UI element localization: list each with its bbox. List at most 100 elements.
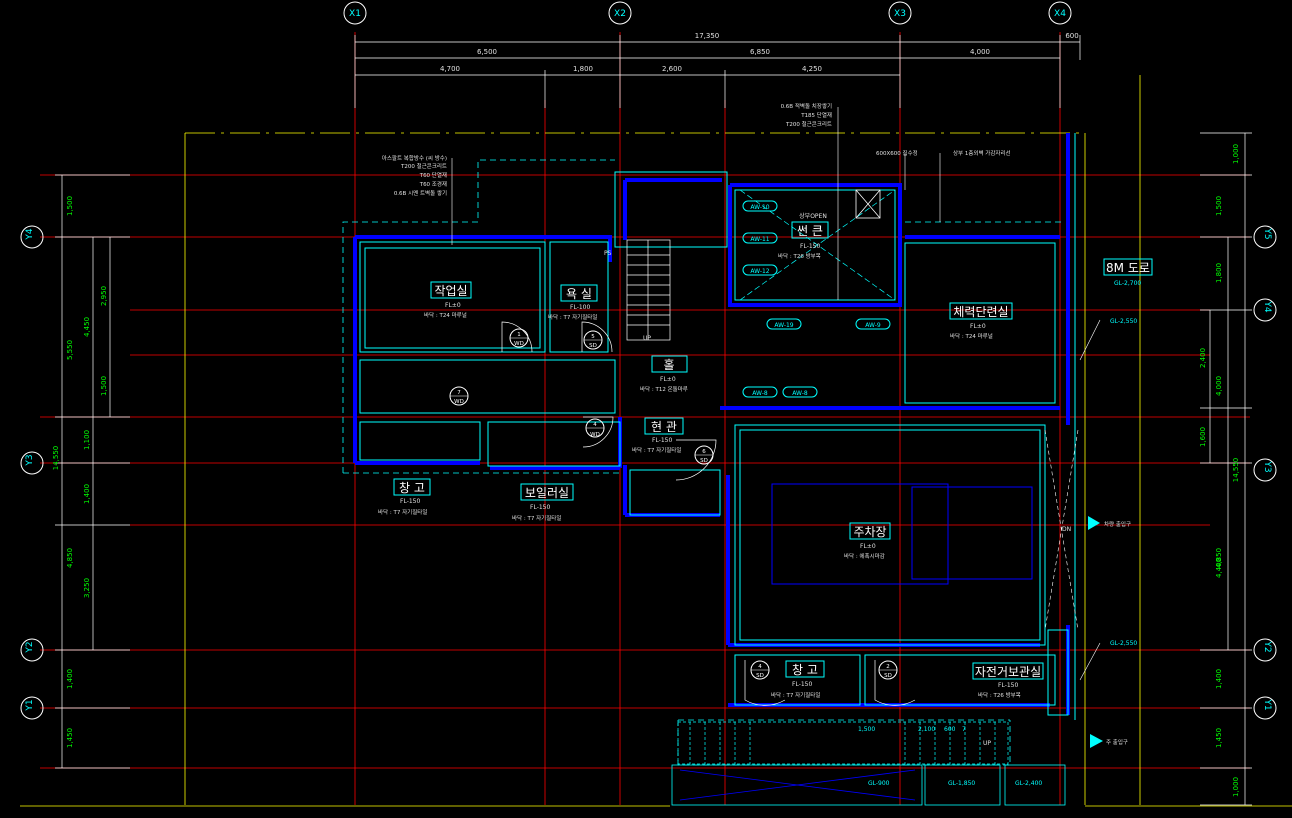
axis-x2: X2 — [608, 1, 632, 25]
svg-text:X2: X2 — [614, 9, 626, 19]
svg-text:4,000: 4,000 — [1215, 376, 1223, 396]
axis-y3-right: Y3 — [1253, 458, 1277, 482]
svg-text:1,400: 1,400 — [1215, 669, 1223, 689]
svg-text:AW-11: AW-11 — [750, 236, 769, 243]
svg-text:8M 도로: 8M 도로 — [1106, 261, 1150, 275]
svg-text:현 관: 현 관 — [651, 420, 677, 434]
svg-text:AW-9: AW-9 — [865, 322, 881, 329]
axis-y5-right: Y5 — [1253, 225, 1277, 249]
svg-text:6,850: 6,850 — [750, 48, 770, 56]
stair-front — [677, 721, 1009, 765]
walls — [353, 133, 1076, 720]
svg-text:1,450: 1,450 — [66, 728, 74, 748]
svg-text:5: 5 — [591, 334, 595, 340]
door-tags: 1WD 5SD 7WD 4WD 6SD 4SD 2SD — [449, 328, 898, 680]
room-workroom: 작업실 FL±0 바닥 : T24 마루널 — [424, 281, 472, 319]
svg-text:FL-150: FL-150 — [652, 437, 672, 444]
svg-text:작업실: 작업실 — [434, 284, 467, 298]
room-entrance: 현 관 FL-150 바닥 : T7 자기질타일 — [632, 417, 684, 454]
svg-text:WD: WD — [514, 341, 524, 347]
svg-text:PS: PS — [604, 250, 612, 257]
svg-text:FL-150: FL-150 — [800, 243, 820, 250]
svg-text:7: 7 — [962, 726, 966, 733]
svg-text:X3: X3 — [894, 9, 906, 19]
axis-x4: X4 — [1048, 1, 1072, 25]
room-gym: 체력단련실 FL±0 바닥 : T24 마루널 — [949, 302, 1013, 340]
svg-text:SD: SD — [589, 343, 597, 349]
svg-text:FL±0: FL±0 — [970, 323, 986, 330]
svg-text:2,600: 2,600 — [662, 65, 682, 73]
svg-text:1,500: 1,500 — [66, 196, 74, 216]
window-tag-aw12: AW-12 — [742, 264, 778, 276]
svg-text:2,100: 2,100 — [918, 726, 935, 733]
svg-text:Y4: Y4 — [1262, 300, 1272, 312]
svg-text:FL-150: FL-150 — [530, 504, 550, 511]
svg-text:4,250: 4,250 — [802, 65, 822, 73]
svg-text:X4: X4 — [1054, 9, 1066, 19]
svg-text:UP: UP — [643, 335, 651, 342]
leader-lines — [451, 107, 1101, 681]
svg-text:17,350: 17,350 — [695, 32, 720, 40]
top-dimension-lines — [354, 35, 1081, 108]
svg-text:GL-2,700: GL-2,700 — [1114, 280, 1141, 287]
svg-text:Y1: Y1 — [25, 699, 35, 711]
svg-text:0.6B 적벽돌 치장쌓기: 0.6B 적벽돌 치장쌓기 — [781, 102, 832, 110]
room-bike-storage: 자전거보관실 FL-150 바닥 : T26 방부목 — [972, 662, 1044, 699]
svg-text:0.6B 시멘 트벽돌 쌓기: 0.6B 시멘 트벽돌 쌓기 — [394, 189, 447, 197]
svg-text:Y2: Y2 — [1262, 640, 1272, 652]
left-dimension-text: 14,550 1,500 5,550 1,100 1,400 4,850 1,4… — [52, 196, 108, 748]
svg-text:4: 4 — [758, 664, 762, 670]
svg-text:주 출입구: 주 출입구 — [1106, 738, 1128, 746]
axis-y4-right: Y4 — [1253, 298, 1277, 322]
svg-text:Y2: Y2 — [25, 641, 35, 653]
svg-text:1,500: 1,500 — [858, 726, 875, 733]
svg-text:체력단련실: 체력단련실 — [953, 305, 1008, 319]
svg-text:1,000: 1,000 — [1232, 777, 1240, 797]
svg-text:1: 1 — [517, 332, 521, 338]
svg-text:바닥 : T7 자기질타일: 바닥 : T7 자기질타일 — [512, 514, 561, 522]
right-dimension-text: 14,550 1,000 1,500 1,800 4,850 1,400 1,4… — [1199, 144, 1240, 797]
door-tag-4b: 4SD — [750, 660, 770, 680]
svg-text:상부 1층외벽 가감자리선: 상부 1층외벽 가감자리선 — [953, 149, 1011, 157]
svg-text:썬 큰: 썬 큰 — [797, 224, 823, 238]
window-tag-aw19: AW-19 — [766, 318, 802, 330]
svg-text:1,800: 1,800 — [573, 65, 593, 73]
road-label: 8M 도로 GL-2,700 — [1103, 258, 1153, 287]
svg-text:FL±0: FL±0 — [445, 302, 461, 309]
svg-text:홀: 홀 — [663, 358, 674, 372]
axis-y3-left: Y3 — [20, 451, 44, 475]
axis-y1-left: Y1 — [20, 696, 44, 720]
svg-text:바닥 : T7 자기질타일: 바닥 : T7 자기질타일 — [632, 446, 681, 454]
svg-text:1,800: 1,800 — [1215, 263, 1223, 283]
svg-text:WD: WD — [590, 432, 600, 438]
car-entrance-opening — [1044, 429, 1079, 631]
svg-text:아스팔트 복합방수 (씨 방수): 아스팔트 복합방수 (씨 방수) — [382, 154, 447, 162]
door-tag-2: 2SD — [878, 660, 898, 680]
room-labels: 작업실 FL±0 바닥 : T24 마루널 욕 실 FL-100 바닥 : T7… — [378, 212, 1153, 699]
svg-text:6: 6 — [702, 449, 706, 455]
svg-text:보일러실: 보일러실 — [525, 486, 569, 500]
svg-text:GL-900: GL-900 — [868, 780, 890, 787]
axis-y4-left: Y4 — [20, 225, 44, 249]
drain-pit — [855, 189, 881, 219]
svg-text:T185 단열재: T185 단열재 — [800, 111, 832, 119]
svg-text:4,400: 4,400 — [1215, 558, 1223, 578]
svg-text:1,400: 1,400 — [66, 669, 74, 689]
svg-text:4,850: 4,850 — [1215, 548, 1223, 568]
door-tag-1: 1WD — [509, 328, 529, 348]
svg-text:X1: X1 — [349, 9, 361, 19]
svg-text:T60 조경재: T60 조경재 — [419, 180, 447, 188]
svg-text:바닥 : T26 방부목: 바닥 : T26 방부목 — [978, 691, 1021, 699]
svg-text:1,500: 1,500 — [1215, 196, 1223, 216]
svg-text:FL±0: FL±0 — [660, 376, 676, 383]
svg-text:600X600 집수정: 600X600 집수정 — [876, 150, 918, 157]
site-boundary — [20, 75, 1292, 807]
svg-text:2: 2 — [886, 664, 890, 670]
room-bathroom: 욕 실 FL-100 바닥 : T7 자기질타일 — [548, 284, 598, 321]
svg-text:2,400: 2,400 — [1199, 348, 1207, 368]
parking-outline-2 — [911, 486, 1033, 580]
svg-text:6,500: 6,500 — [477, 48, 497, 56]
svg-text:14,550: 14,550 — [52, 446, 60, 471]
svg-text:바닥 : T7 자기질타일: 바닥 : T7 자기질타일 — [378, 508, 427, 516]
